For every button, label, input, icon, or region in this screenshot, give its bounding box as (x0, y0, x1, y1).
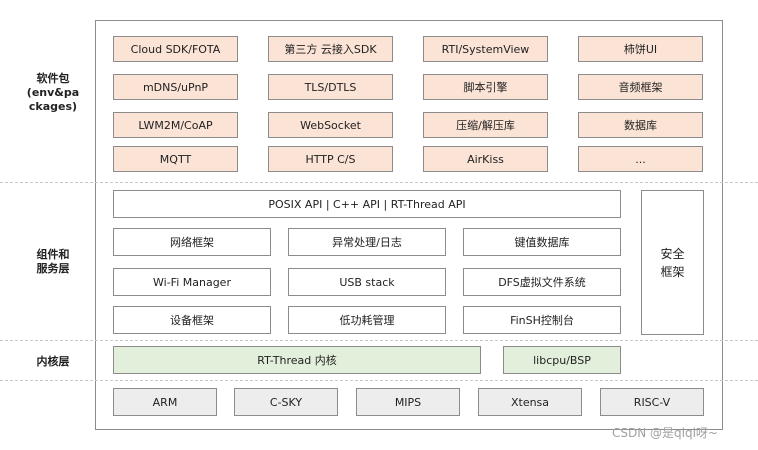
layer-label-kernel: 内核层 (36, 355, 70, 368)
component-box: 异常处理/日志 (288, 228, 446, 256)
watermark-text: CSDN @是qiqi呀~ (612, 426, 718, 440)
component-box: 低功耗管理 (288, 306, 446, 334)
separator-kernel (0, 380, 758, 381)
package-box: HTTP C/S (268, 146, 393, 172)
component-box: 网络框架 (113, 228, 271, 256)
package-box: 第三方 云接入SDK (268, 36, 393, 62)
package-box: Cloud SDK/FOTA (113, 36, 238, 62)
arch-box: RISC-V (600, 388, 704, 416)
architecture-frame (95, 20, 723, 430)
package-box: RTI/SystemView (423, 36, 548, 62)
bsp-box: libcpu/BSP (503, 346, 621, 374)
arch-box: MIPS (356, 388, 460, 416)
api-box: POSIX API | C++ API | RT-Thread API (113, 190, 621, 218)
package-box: 压缩/解压库 (423, 112, 548, 138)
package-box: 音频框架 (578, 74, 703, 100)
component-box: Wi-Fi Manager (113, 268, 271, 296)
arch-box: ARM (113, 388, 217, 416)
component-box: USB stack (288, 268, 446, 296)
package-box: mDNS/uPnP (113, 74, 238, 100)
component-box: 设备框架 (113, 306, 271, 334)
component-box: 键值数据库 (463, 228, 621, 256)
package-box: AirKiss (423, 146, 548, 172)
separator-packages (0, 182, 758, 183)
package-box: TLS/DTLS (268, 74, 393, 100)
component-box: DFS虚拟文件系统 (463, 268, 621, 296)
package-box: WebSocket (268, 112, 393, 138)
security-framework-box: 安全 框架 (641, 190, 704, 335)
kernel-core-box: RT-Thread 内核 (113, 346, 481, 374)
package-box: MQTT (113, 146, 238, 172)
layer-label-components: 组件和 服务层 (36, 248, 70, 275)
arch-box: C-SKY (234, 388, 338, 416)
component-box: FinSH控制台 (463, 306, 621, 334)
package-box: ... (578, 146, 703, 172)
package-box: 柿饼UI (578, 36, 703, 62)
arch-box: Xtensa (478, 388, 582, 416)
separator-components (0, 340, 758, 341)
package-box: LWM2M/CoAP (113, 112, 238, 138)
layer-label-packages: 软件包 (env&pa ckages) (26, 72, 80, 113)
package-box: 脚本引擎 (423, 74, 548, 100)
package-box: 数据库 (578, 112, 703, 138)
